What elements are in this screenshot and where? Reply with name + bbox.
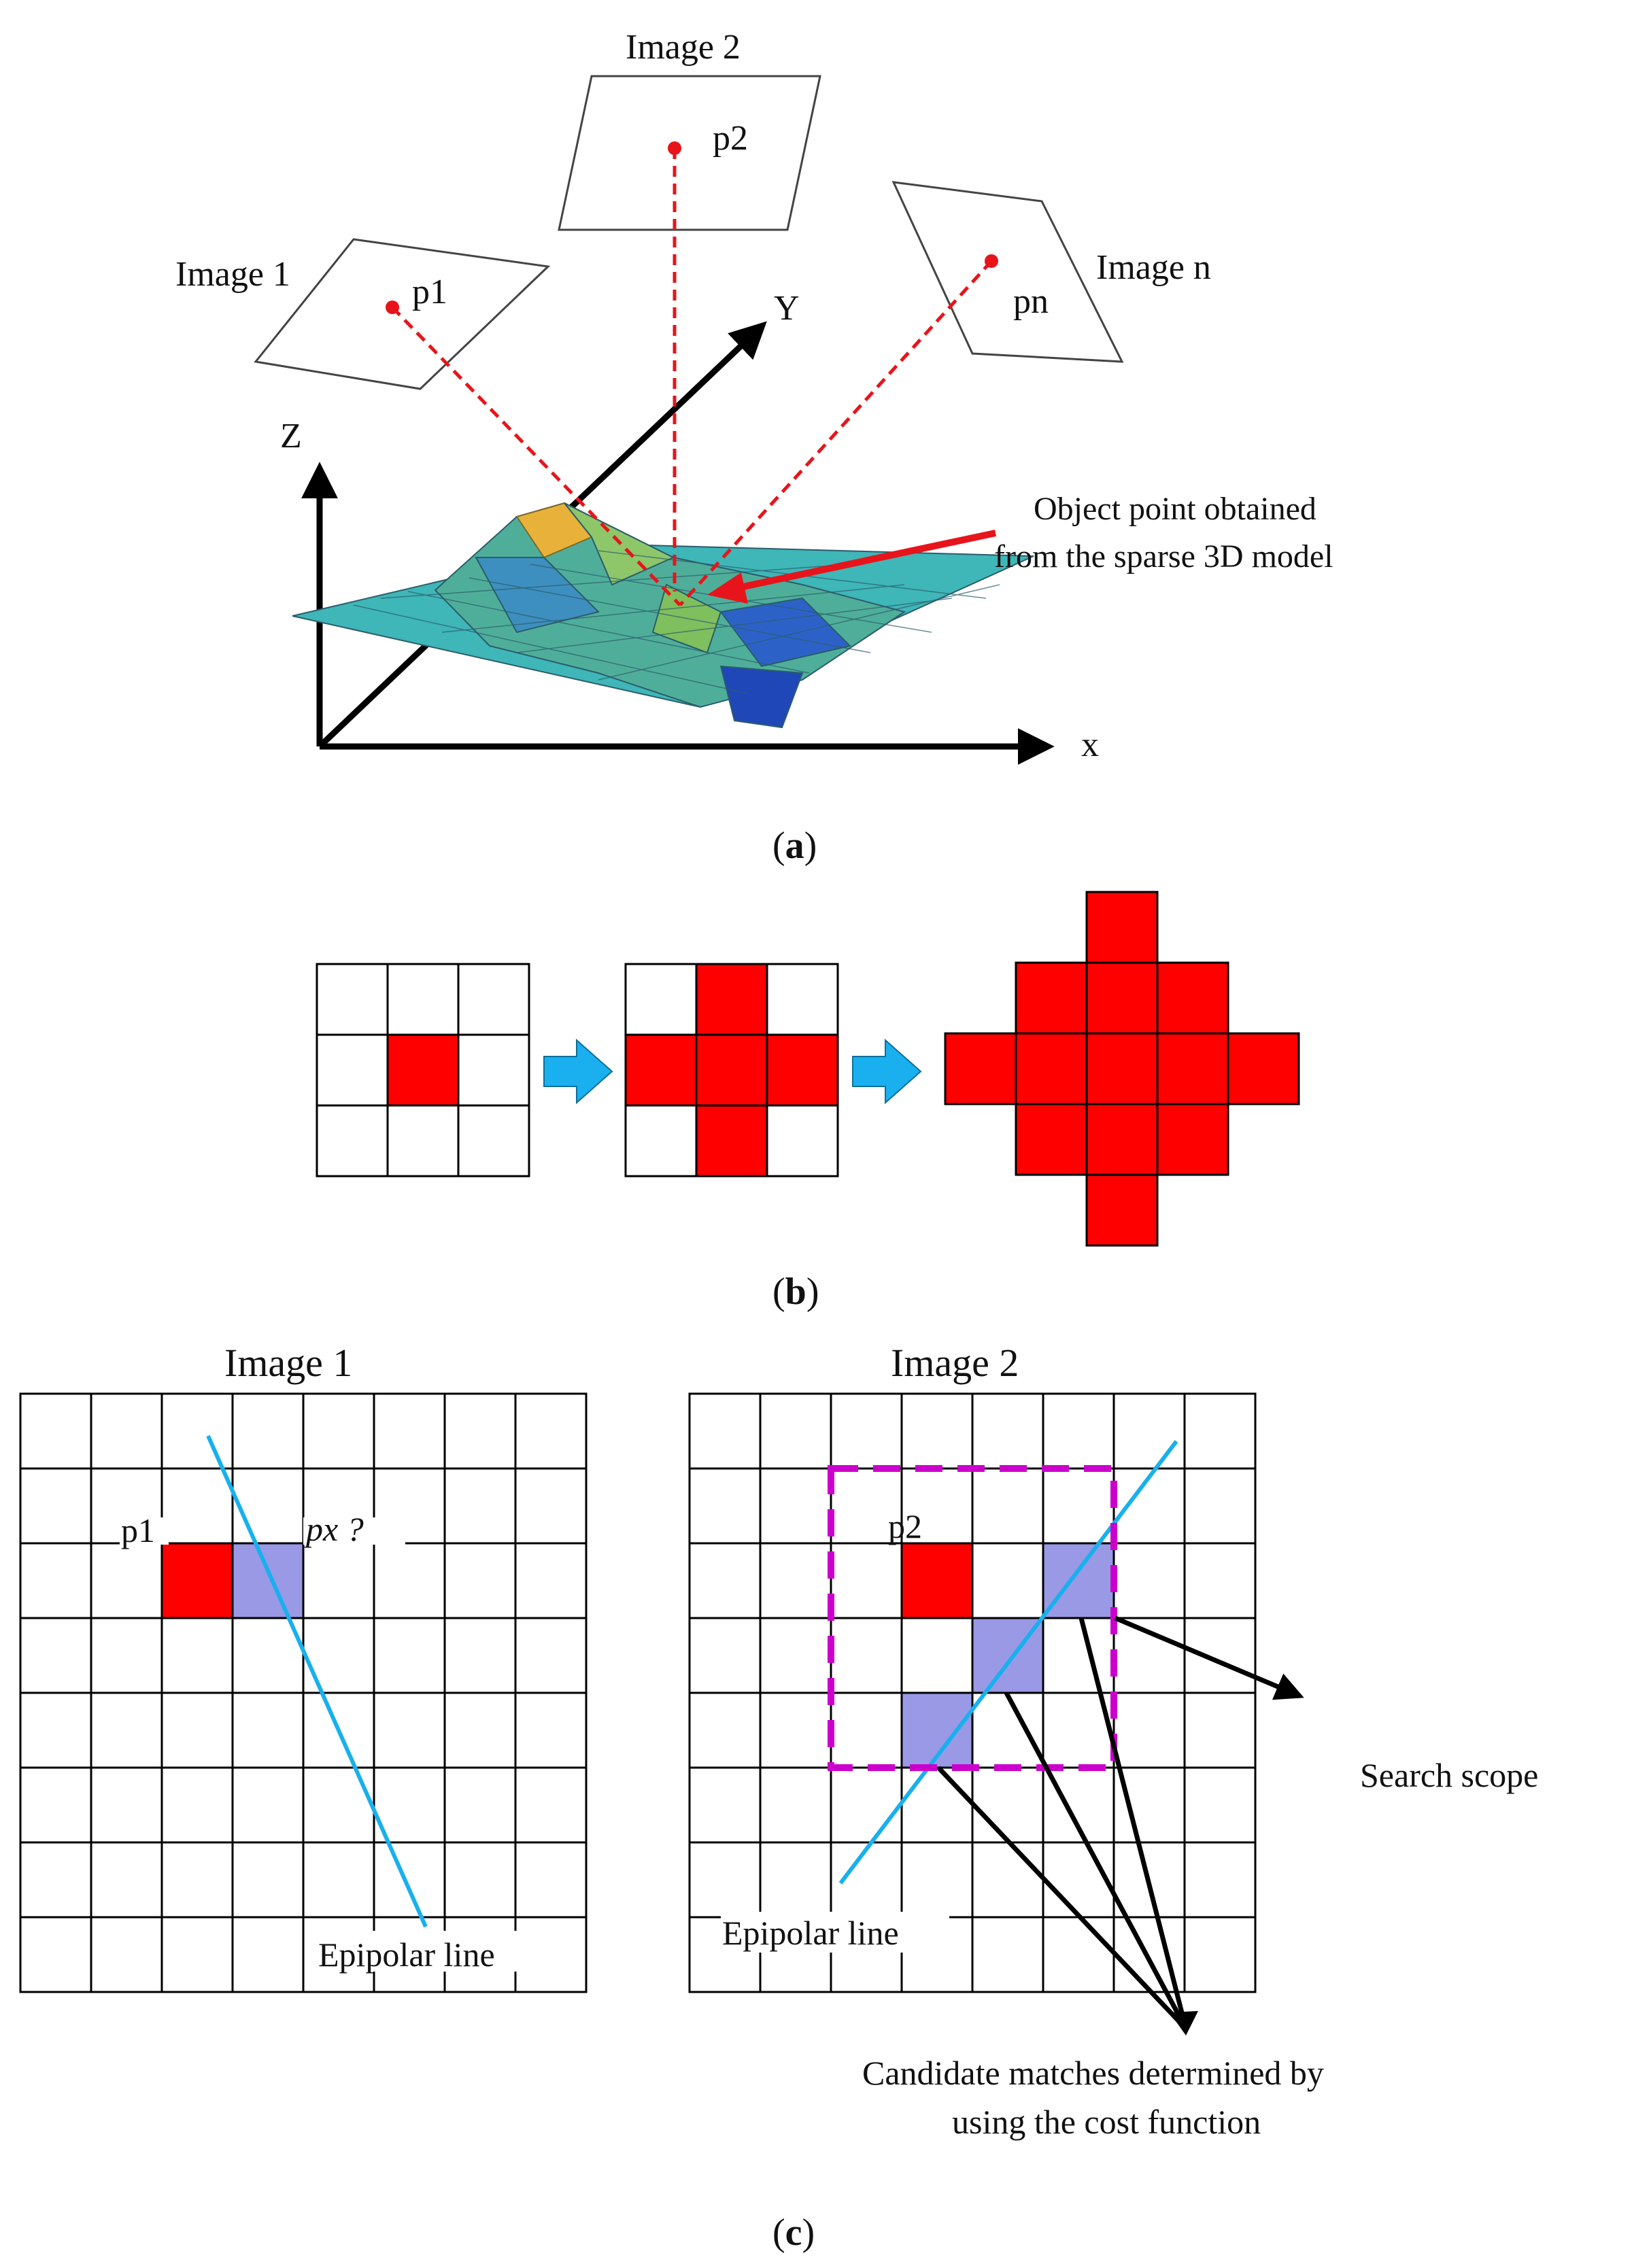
panel-c: p1 px ? Epipolar line Image 1 [19, 1341, 1538, 2254]
image1-plane [254, 238, 551, 390]
search-scope-pointer [1114, 1615, 1304, 1700]
caption-b: (b) [772, 1271, 819, 1313]
p2-cell [902, 1543, 972, 1618]
imagen-label: Image n [1096, 248, 1211, 287]
axis-z-label: Z [280, 417, 302, 456]
candidate-pointer-2 [1004, 1691, 1189, 2030]
p2-marker [668, 141, 681, 155]
p2-label: p2 [713, 119, 748, 158]
object-point-label-line1: Object point obtained [1034, 491, 1316, 527]
p1-cell [162, 1543, 233, 1618]
grid-b2 [624, 963, 839, 1178]
arrow-b1 [543, 1038, 613, 1105]
panel-a: Image 2 Image 1 Image n p1 p2 pn Y Z x O… [175, 28, 1333, 867]
epipolar-line-right [838, 1440, 1178, 1885]
candidate-pointer-1 [1078, 1617, 1189, 2029]
sparse-3d-surface [292, 502, 1034, 729]
search-scope-box [828, 1465, 1117, 1771]
grid-b3 [944, 891, 1300, 1247]
epipolar-line-left [206, 1434, 428, 1928]
caption-a: (a) [772, 825, 817, 867]
image1-title: Image 1 [224, 1341, 352, 1385]
object-point-arrowhead [707, 572, 748, 604]
pn-marker [985, 254, 998, 268]
axis-y-label: Y [774, 289, 800, 328]
image2-plane [558, 75, 821, 231]
candidate-cell-1 [1043, 1543, 1114, 1618]
px-cell [233, 1543, 303, 1618]
grid-b1-red-cell [388, 1035, 458, 1105]
grid-c-right: p2 Epipolar line Image 2 Search scope Ca… [688, 1341, 1538, 2141]
p1-grid-label: p1 [121, 1511, 155, 1549]
object-point-arrow [719, 530, 997, 595]
search-scope-label: Search scope [1360, 1756, 1538, 1794]
p2-grid-label: p2 [888, 1507, 922, 1545]
pn-label: pn [1013, 282, 1049, 321]
rays [391, 148, 993, 606]
arrow-b2 [852, 1038, 922, 1105]
candidate-pointer-3 [936, 1766, 1188, 2031]
image2-title: Image 2 [891, 1341, 1019, 1385]
axis-x-label: x [1081, 725, 1099, 764]
candidates-label-line1: Candidate matches determined by [862, 2054, 1324, 2092]
image1-label: Image 1 [175, 255, 290, 294]
epipolar-label-right: Epipolar line [722, 1914, 899, 1952]
imagen-plane [891, 181, 1124, 363]
epipolar-label-left: Epipolar line [318, 1936, 495, 1974]
ray-image1 [391, 306, 681, 606]
ray-imagen [679, 260, 993, 606]
grid-b1 [316, 963, 530, 1178]
p1-marker [386, 300, 399, 314]
px-grid-label: px ? [304, 1510, 364, 1548]
object-point-label-line2: from the sparse 3D model [994, 538, 1333, 574]
panel-b: (b) [316, 891, 1300, 1313]
caption-c: (c) [772, 2212, 815, 2254]
p1-label: p1 [412, 273, 447, 311]
image2-label: Image 2 [626, 28, 741, 67]
candidates-label-line2: using the cost function [952, 2103, 1261, 2141]
grid-c-left: p1 px ? Epipolar line Image 1 [19, 1341, 588, 1993]
